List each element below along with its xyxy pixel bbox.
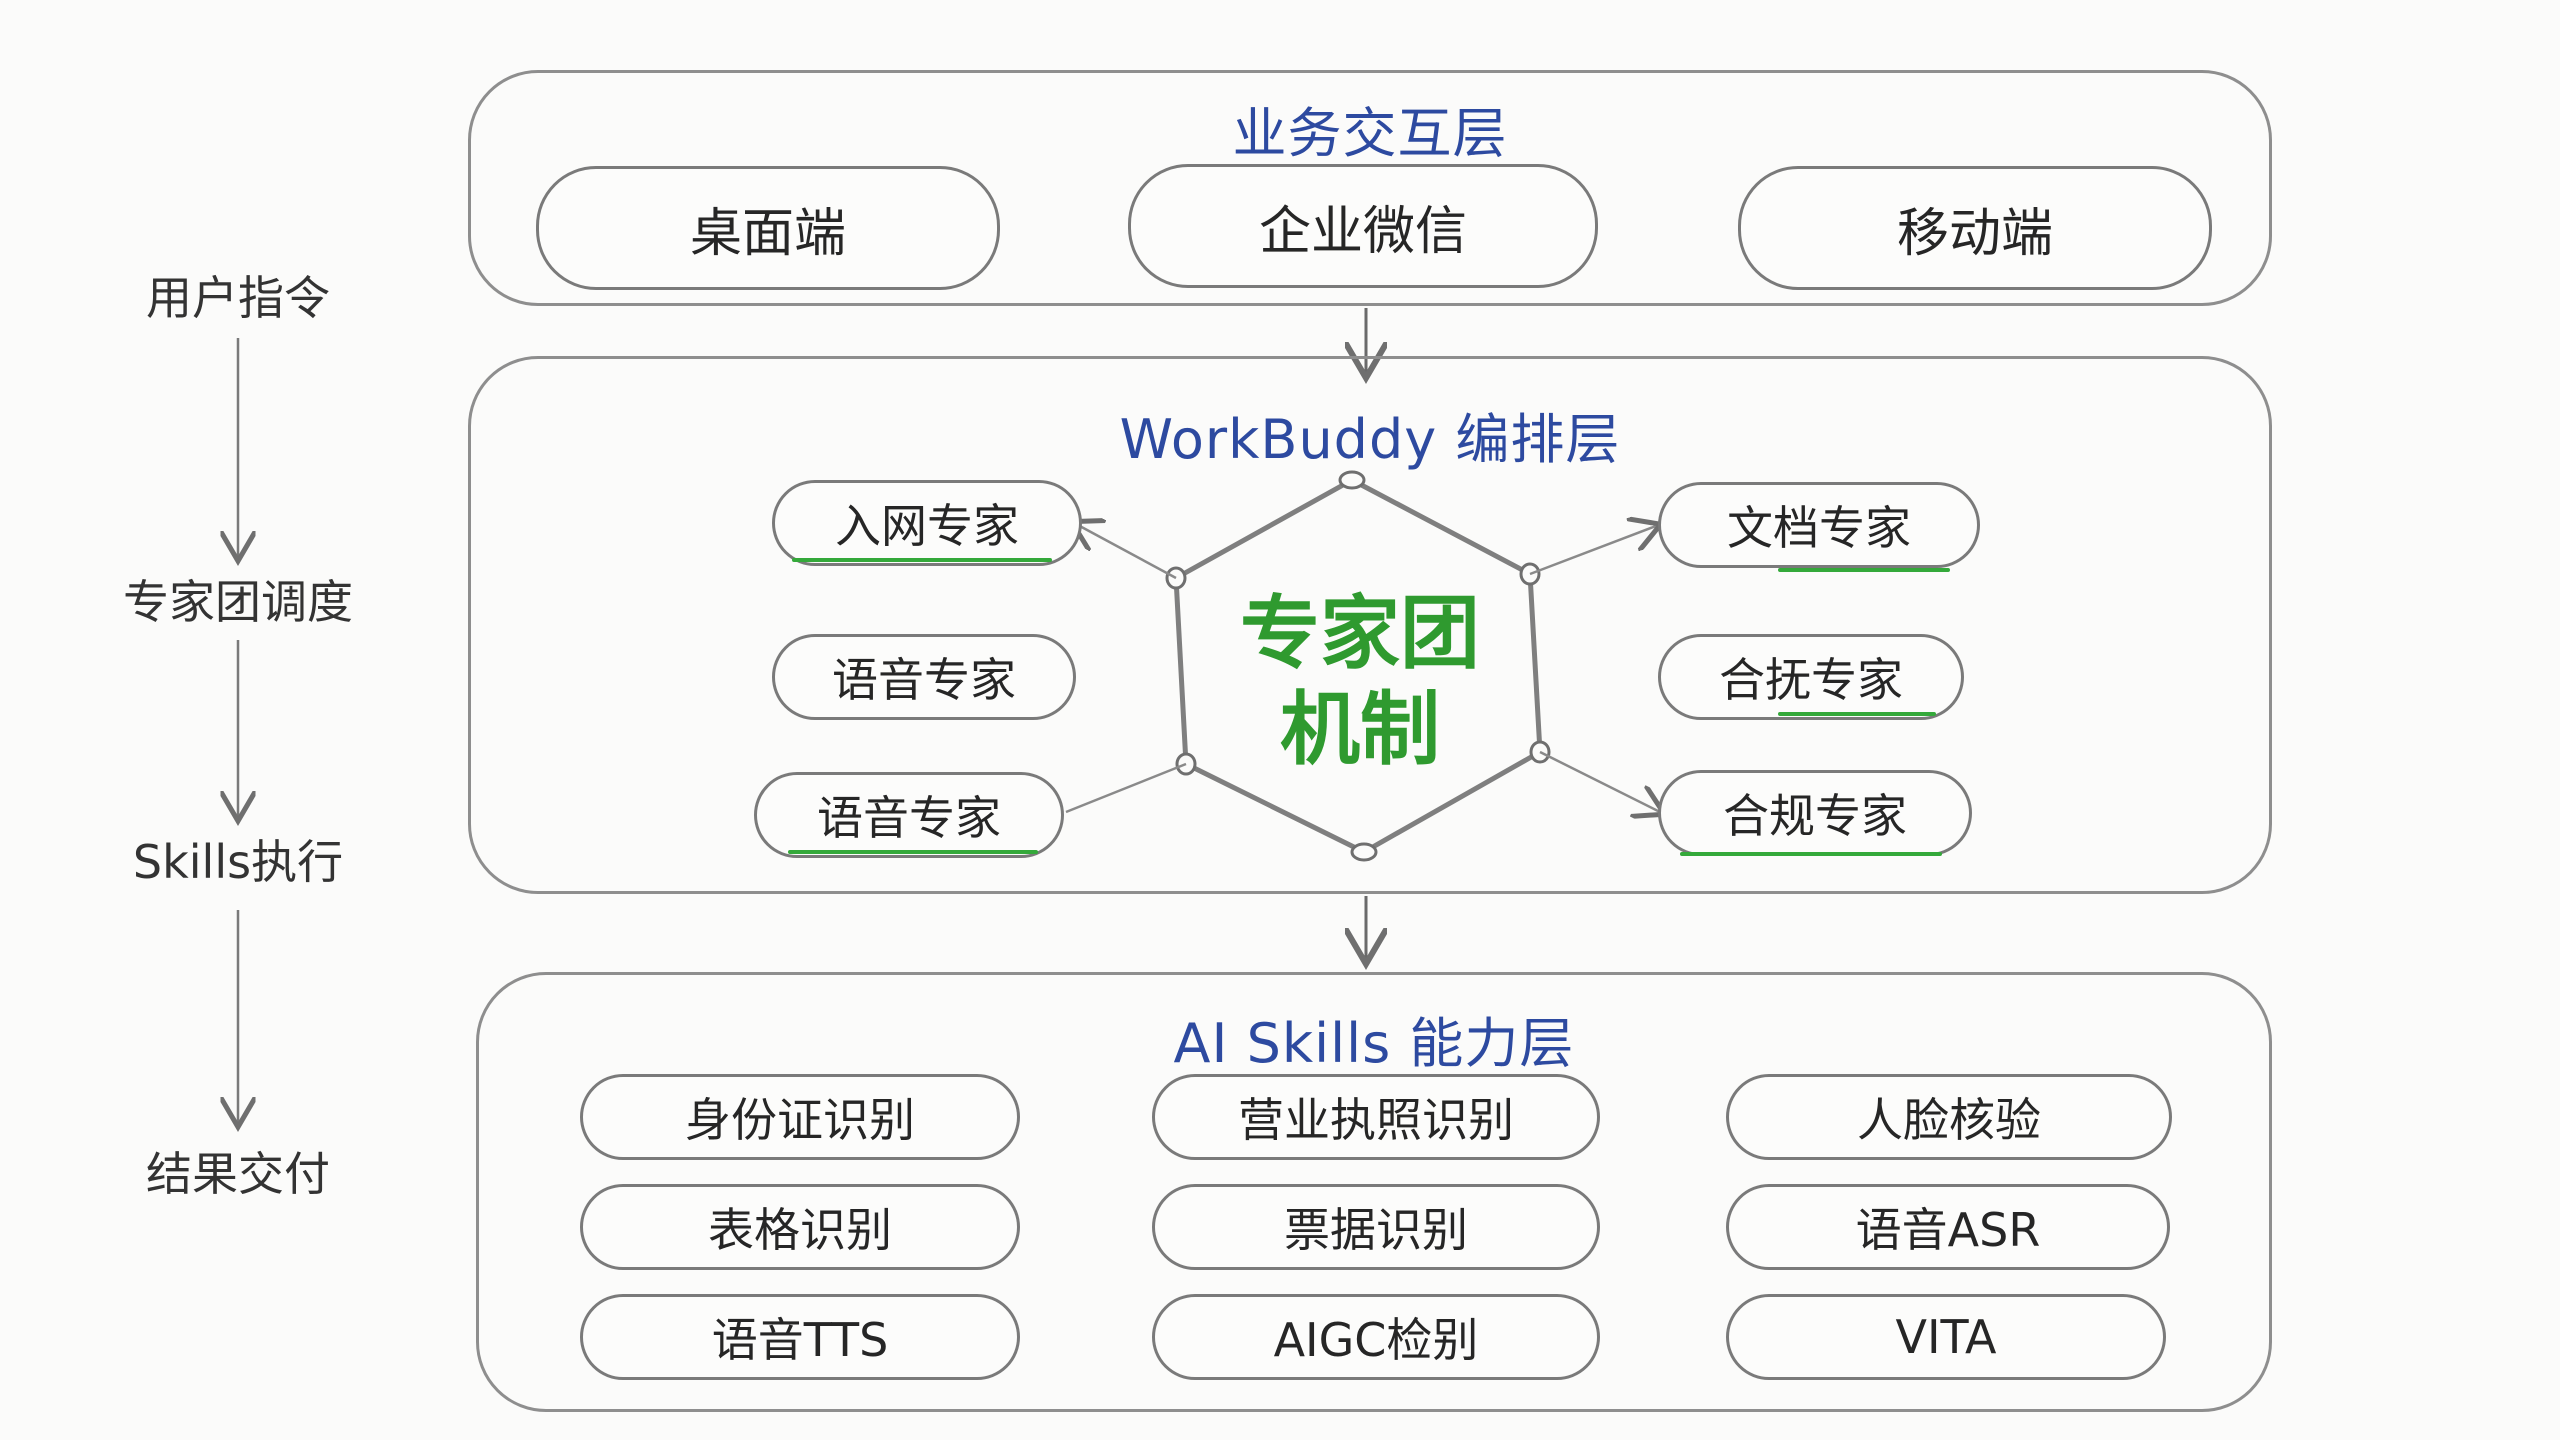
- skill-speech-asr: 语音ASR: [1726, 1184, 2170, 1270]
- connector-left-top: [1076, 524, 1177, 580]
- channel-desktop: 桌面端: [536, 166, 1000, 290]
- center-line-2: 机制: [1280, 683, 1440, 776]
- skill-speech-tts: 语音TTS: [580, 1294, 1020, 1380]
- skill-vita: VITA: [1726, 1294, 2166, 1380]
- expert-compliance: 合规专家: [1658, 770, 1972, 856]
- connector-left-bottom: [1065, 762, 1187, 814]
- skill-aigc-detection: AIGC检别: [1152, 1294, 1600, 1380]
- expert-network-access: 入网专家: [772, 480, 1082, 566]
- expert-highlight-underline: [1680, 852, 1942, 856]
- hexagon-node: [1350, 842, 1378, 862]
- expert-voice-1: 语音专家: [772, 634, 1076, 720]
- interaction-layer-title: 业务交互层: [1232, 102, 1508, 165]
- expert-highlight-underline: [1778, 712, 1936, 716]
- orchestration-layer-title: WorkBuddy 编排层: [1119, 408, 1621, 471]
- center-line-1: 专家团: [1240, 587, 1480, 680]
- expert-highlight-underline: [788, 850, 1038, 854]
- interaction-layer: 业务交互层: [468, 70, 2272, 306]
- expert-document: 文档专家: [1658, 482, 1980, 568]
- skills-layer: AI Skills 能力层: [476, 972, 2272, 1412]
- skill-table-recognition: 表格识别: [580, 1184, 1020, 1270]
- expert-voice-2: 语音专家: [754, 772, 1064, 858]
- skill-business-license-recognition: 营业执照识别: [1152, 1074, 1600, 1160]
- skill-face-verification: 人脸核验: [1726, 1074, 2172, 1160]
- orchestration-layer: WorkBuddy 编排层: [468, 356, 2272, 894]
- expert-team-mechanism-label: 专家团 机制: [1200, 586, 1520, 778]
- connector-right-bottom: [1539, 750, 1660, 812]
- skill-invoice-recognition: 票据识别: [1152, 1184, 1600, 1270]
- skill-id-card-recognition: 身份证识别: [580, 1074, 1020, 1160]
- flow-step-skills-execution: Skills执行: [132, 835, 344, 889]
- flow-step-expert-dispatch: 专家团调度: [123, 575, 353, 629]
- expert-highlight-underline: [792, 558, 1052, 562]
- connector-right-top: [1529, 526, 1656, 576]
- hexagon-node: [1338, 470, 1366, 490]
- channel-wecom: 企业微信: [1128, 164, 1598, 288]
- skills-layer-title: AI Skills 能力层: [1173, 1012, 1575, 1075]
- flow-step-user-command: 用户指令: [146, 271, 330, 325]
- expert-hefu: 合抚专家: [1658, 634, 1964, 720]
- flow-step-result-delivery: 结果交付: [146, 1147, 330, 1201]
- expert-highlight-underline: [1778, 568, 1950, 572]
- channel-mobile: 移动端: [1738, 166, 2212, 290]
